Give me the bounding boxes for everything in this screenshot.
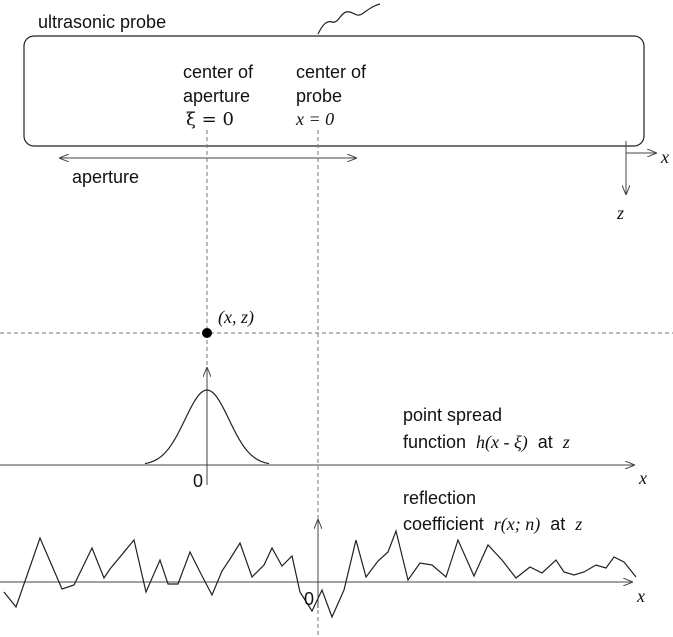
probe-body bbox=[23, 35, 645, 147]
aperture-center-label-line2: aperture bbox=[183, 86, 250, 106]
psf-label-line1: point spread bbox=[403, 405, 502, 425]
reflection-signal bbox=[3, 528, 637, 619]
aperture-label: aperture bbox=[72, 167, 139, 187]
aperture-center-equation: ξ = 0 bbox=[186, 109, 234, 130]
reflection-label-z: z bbox=[574, 514, 582, 534]
psf-label-line2: function h(x - ξ) at z bbox=[403, 432, 570, 453]
probe-center-label-line2: probe bbox=[296, 86, 342, 106]
reflection-label-at: at bbox=[550, 514, 565, 534]
psf-label-z: z bbox=[562, 432, 570, 452]
reflection-label-line1: reflection bbox=[403, 488, 476, 508]
reflection-label-coefficient: coefficient bbox=[403, 514, 484, 534]
probe-cable bbox=[317, 3, 381, 35]
reflection-label-line2: coefficient r(x; n) at z bbox=[403, 514, 582, 535]
probe-center-label-line1: center of bbox=[296, 62, 367, 82]
psf-label-math: h(x - ξ) bbox=[476, 432, 528, 453]
reflection-zero-label: 0 bbox=[304, 589, 314, 609]
aperture-center-label-line1: center of bbox=[183, 62, 254, 82]
reflection-label-math: r(x; n) bbox=[494, 514, 540, 535]
psf-curve bbox=[144, 389, 270, 465]
probe-title: ultrasonic probe bbox=[38, 12, 166, 32]
coord-x-label: x bbox=[660, 147, 669, 167]
scatter-point bbox=[202, 328, 212, 338]
psf-label-at: at bbox=[538, 432, 553, 452]
point-label: (x, z) bbox=[218, 307, 254, 328]
psf-zero-label: 0 bbox=[193, 471, 203, 491]
coord-z-label: z bbox=[616, 203, 624, 223]
reflection-axis-label: x bbox=[636, 586, 645, 606]
probe-center-equation: x = 0 bbox=[295, 109, 334, 129]
psf-axis-label: x bbox=[638, 468, 647, 488]
psf-label-function: function bbox=[403, 432, 466, 452]
